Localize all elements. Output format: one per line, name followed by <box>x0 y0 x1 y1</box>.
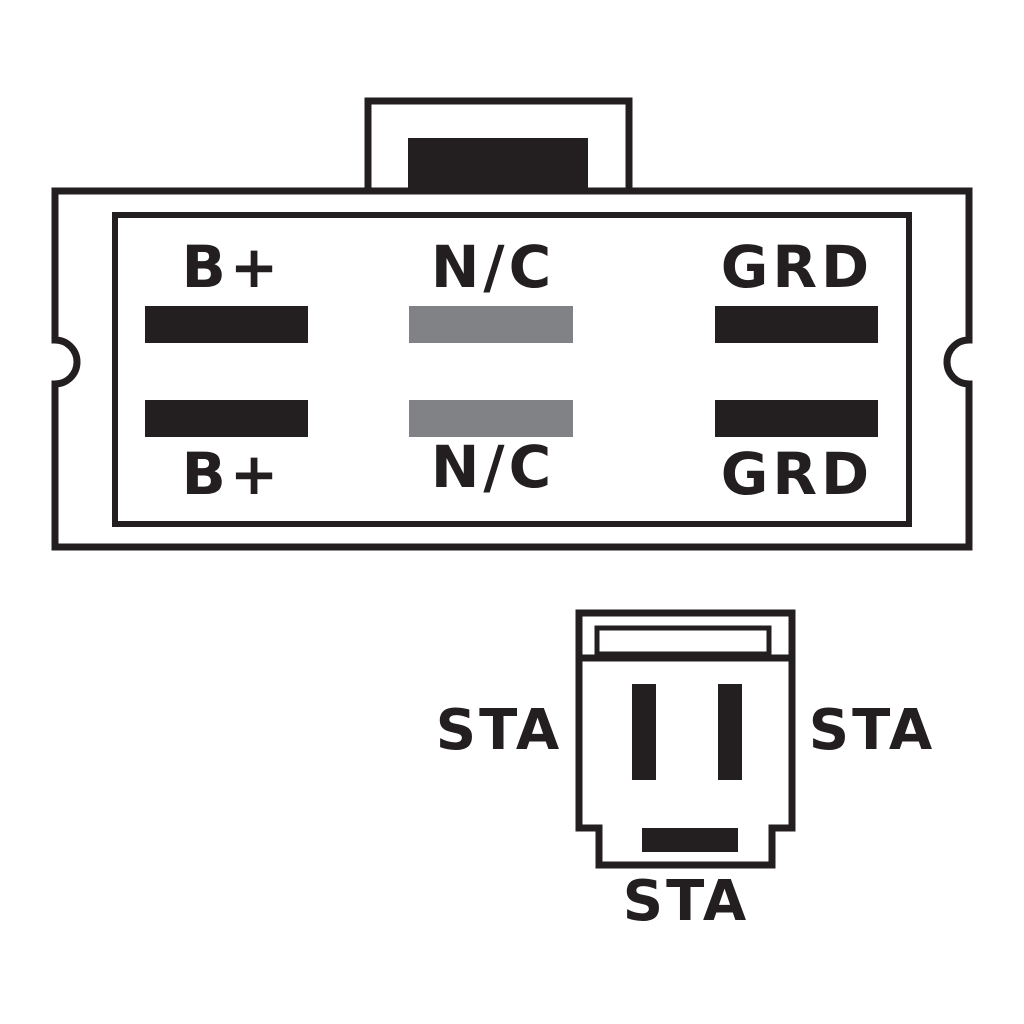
stator-latch <box>594 625 772 657</box>
locking-tab-latch <box>408 138 588 191</box>
label-b-plus-top: B+ <box>182 233 283 301</box>
pin-sta-right <box>718 684 742 780</box>
pin-grd-bottom <box>715 400 878 437</box>
label-sta-right: STA <box>809 698 936 763</box>
main-connector-face <box>112 212 912 527</box>
pin-b-plus-bottom <box>145 400 308 437</box>
label-sta-left: STA <box>436 698 563 763</box>
pin-sta-bottom <box>642 828 738 852</box>
stator-connector-housing <box>575 609 796 869</box>
stator-connector: STA STA STA <box>436 609 936 934</box>
label-sta-bottom: STA <box>623 869 750 934</box>
pin-grd-top <box>715 306 878 343</box>
pin-nc-top <box>409 306 573 343</box>
label-nc-top: N/C <box>431 233 555 301</box>
label-b-plus-bottom: B+ <box>182 440 283 508</box>
main-connector: B+ N/C GRD B+ N/C GRD <box>51 97 973 551</box>
pin-b-plus-top <box>145 306 308 343</box>
pin-sta-left <box>632 684 656 780</box>
pin-nc-bottom <box>409 400 573 437</box>
label-grd-bottom: GRD <box>721 440 873 508</box>
label-grd-top: GRD <box>721 233 873 301</box>
label-nc-bottom: N/C <box>431 433 555 501</box>
